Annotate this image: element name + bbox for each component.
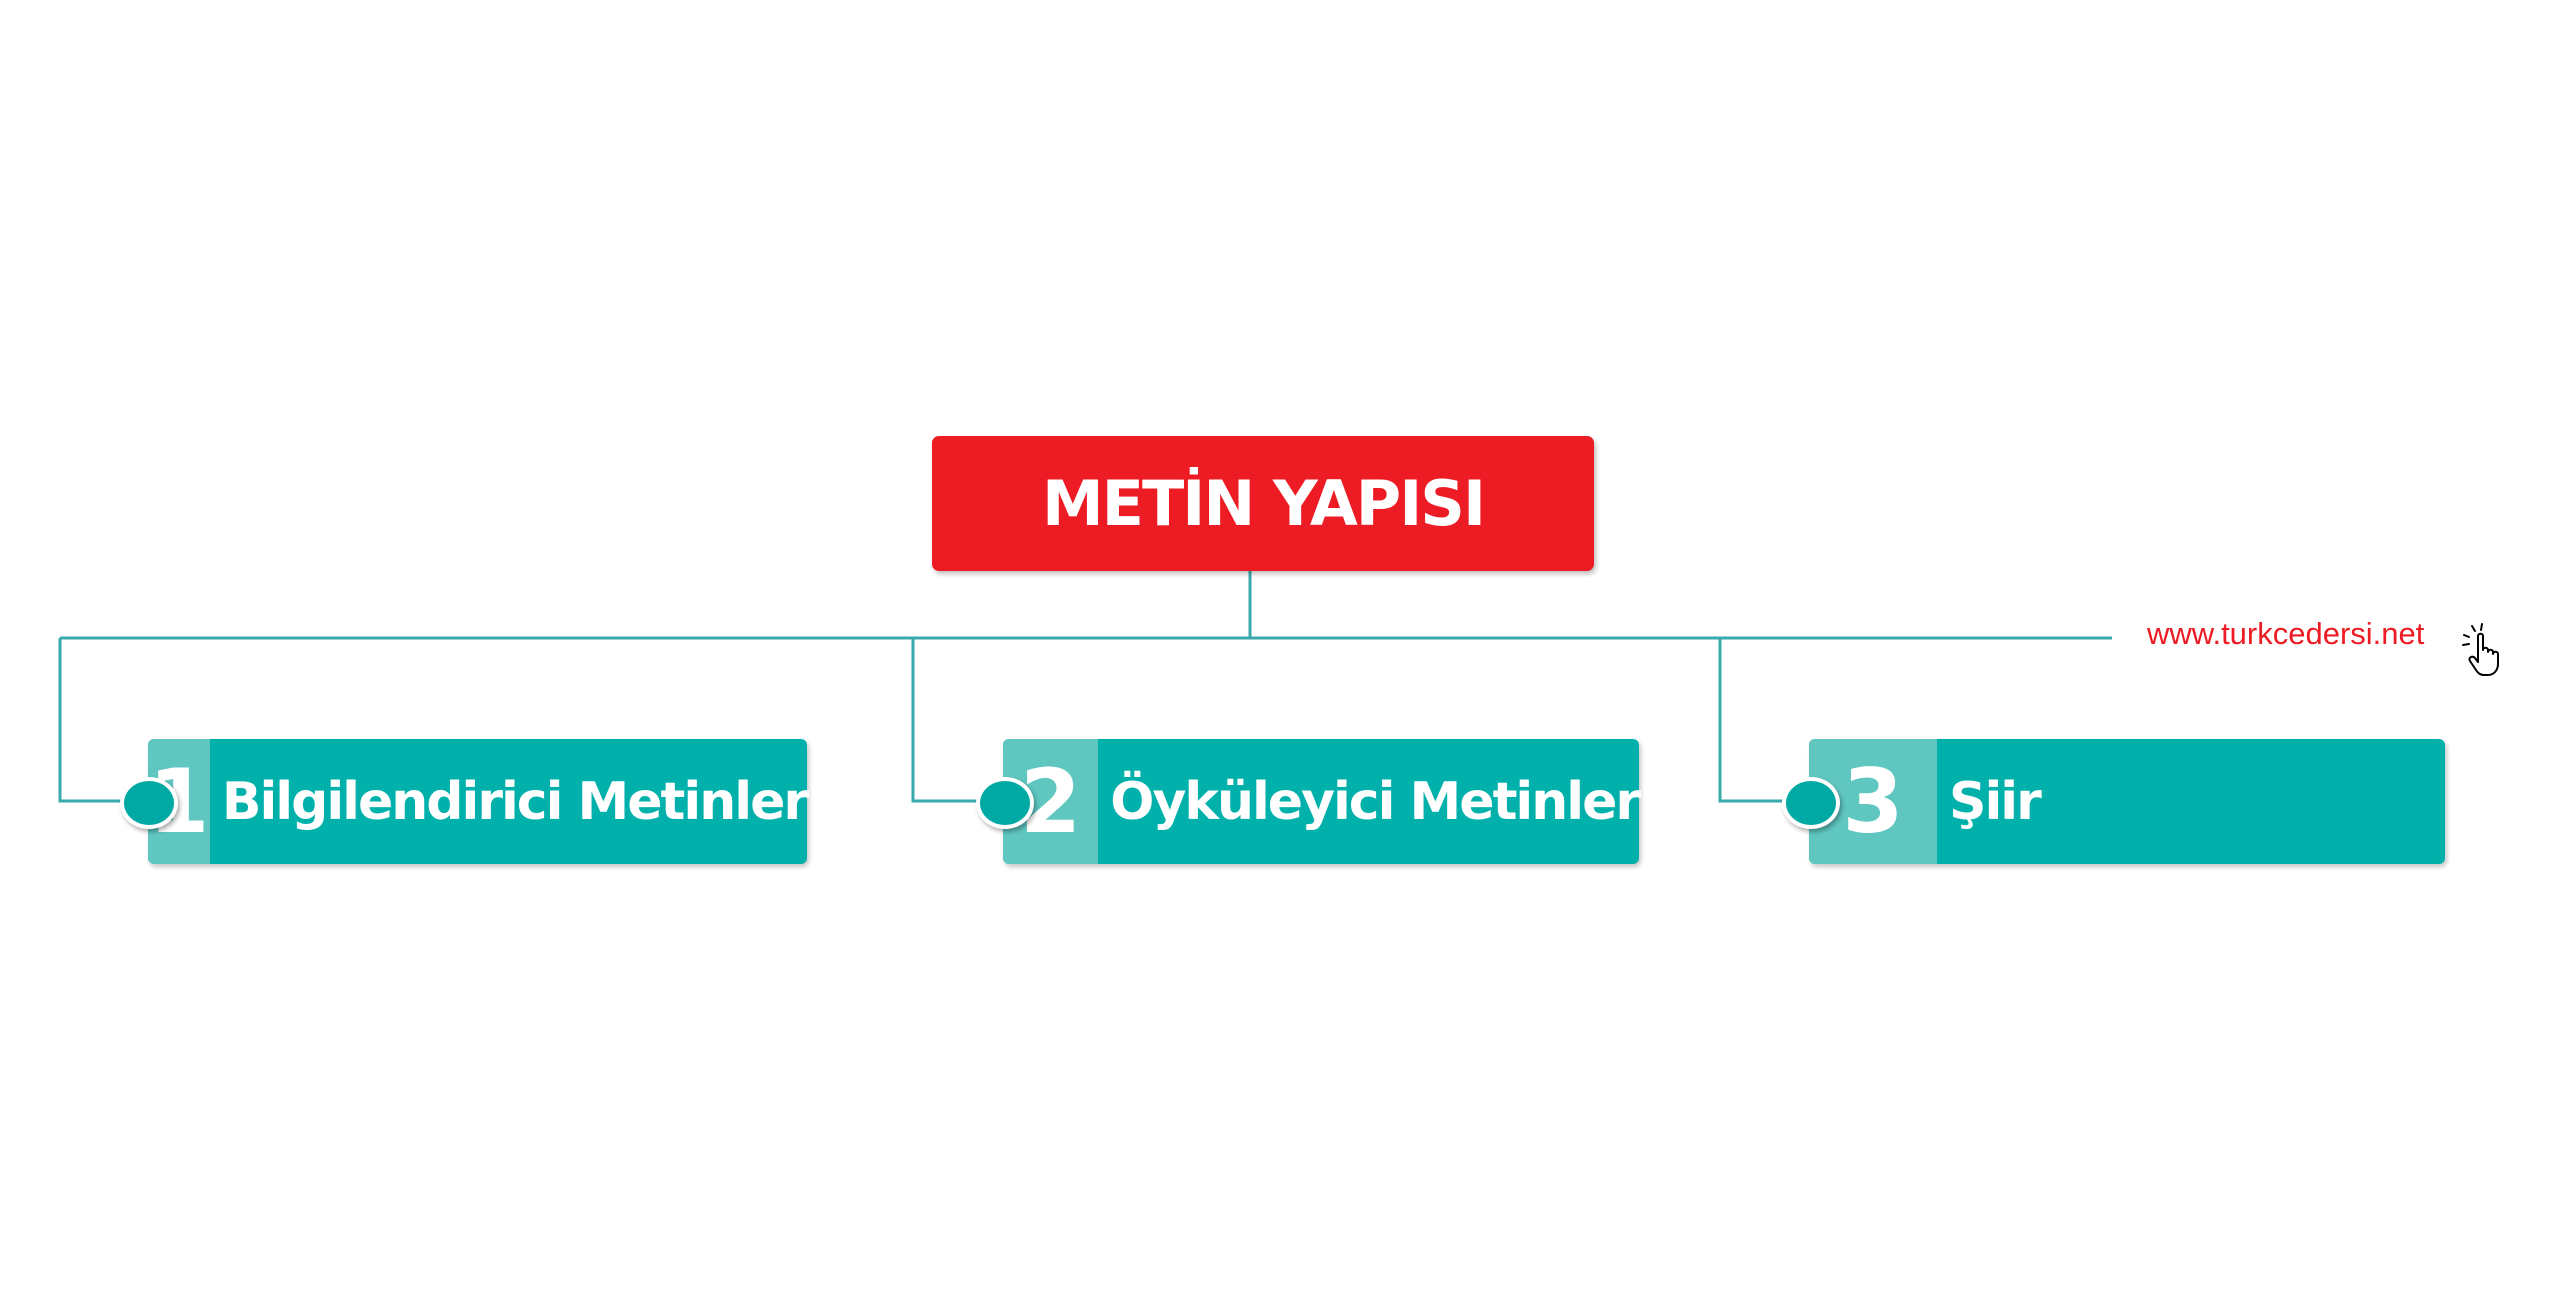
title-box: METİN YAPISI — [932, 436, 1594, 571]
item-label: Şiir — [1949, 771, 2042, 832]
item-label: Öyküleyici Metinler — [1110, 771, 1641, 832]
connector-dot — [976, 777, 1034, 829]
site-link[interactable]: www.turkcedersi.net — [2147, 616, 2425, 651]
connector-dot — [1782, 777, 1840, 829]
item-label: Bilgilendirici Metinler — [221, 771, 809, 832]
connector-dot — [120, 777, 178, 829]
item-number: 2 — [1003, 739, 1099, 864]
branch-2-connector — [911, 638, 982, 803]
hand-pointer-icon — [2462, 623, 2499, 676]
diagram-title: METİN YAPISI — [1041, 467, 1486, 540]
branch-1-connector — [58, 638, 128, 803]
item-siir: 3 Şiir — [1809, 739, 2445, 864]
item-oykuleyici: 2 Öyküleyici Metinler — [1003, 739, 1641, 864]
branch-3-connector — [1718, 638, 1787, 803]
item-bilgilendirici: 1 Bilgilendirici Metinler — [148, 739, 809, 864]
